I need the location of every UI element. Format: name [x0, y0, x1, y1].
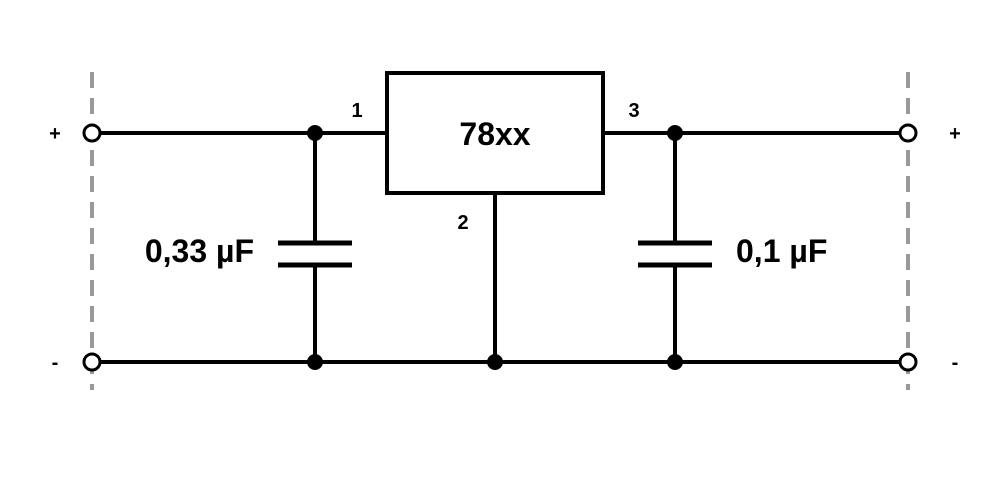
output-negative-label: -: [952, 352, 959, 374]
input-positive-terminal: [82, 123, 102, 143]
output-positive-label: +: [949, 123, 961, 145]
output-top-junction: [667, 125, 683, 141]
output-positive-terminal: [898, 123, 918, 143]
pin-2-label: 2: [457, 212, 468, 234]
input-positive-label: +: [49, 123, 61, 145]
pin-1-label: 1: [351, 100, 362, 122]
regulator-box: [385, 71, 605, 195]
input-top-junction: [307, 125, 323, 141]
input-negative-label: -: [52, 352, 59, 374]
input-negative-terminal: [82, 352, 102, 372]
output-negative-terminal: [898, 352, 918, 372]
pin-3-label: 3: [628, 100, 639, 122]
output-capacitor-value: 0,1 µF: [736, 233, 827, 269]
regulator-part-label: 78xx: [459, 116, 530, 152]
input-capacitor-value: 0,33 µF: [145, 233, 254, 269]
ground-junction: [487, 354, 503, 370]
input-bottom-junction: [307, 354, 323, 370]
output-bottom-junction: [667, 354, 683, 370]
